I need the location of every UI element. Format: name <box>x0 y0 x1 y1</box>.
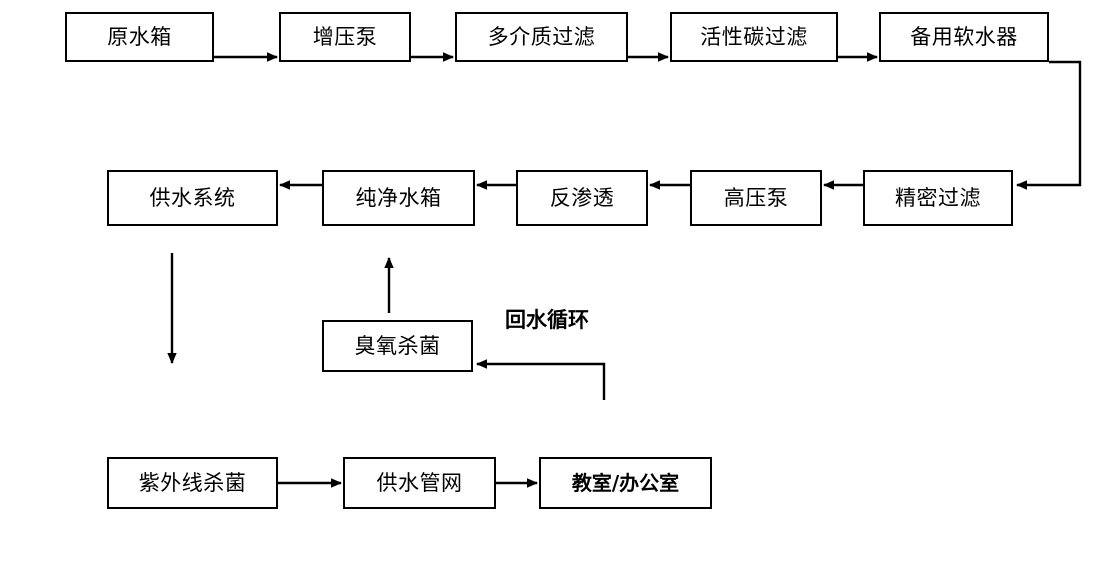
node-booster-pump[interactable]: 增压泵 <box>279 12 411 62</box>
edge-return-to-ozone <box>476 359 606 400</box>
node-label: 备用软水器 <box>910 24 1018 49</box>
node-label: 教室/办公室 <box>571 471 680 495</box>
node-high-pressure-pump[interactable]: 高压泵 <box>690 170 822 226</box>
node-classroom-office[interactable]: 教室/办公室 <box>539 457 712 509</box>
node-label: 纯净水箱 <box>355 185 442 210</box>
node-label: 臭氧杀菌 <box>354 333 441 358</box>
node-reverse-osmosis[interactable]: 反渗透 <box>516 170 648 226</box>
node-label: 高压泵 <box>723 185 789 210</box>
node-multimedia-filter[interactable]: 多介质过滤 <box>455 12 628 62</box>
node-supply-pipe-network[interactable]: 供水管网 <box>343 457 496 509</box>
node-label: 增压泵 <box>312 24 378 49</box>
node-label: 供水系统 <box>149 185 236 210</box>
node-raw-water-tank[interactable]: 原水箱 <box>65 12 214 62</box>
node-label: 精密过滤 <box>895 185 981 210</box>
node-label: 原水箱 <box>107 24 172 49</box>
edge-softener-to-precision <box>1016 60 1082 190</box>
node-label: 供水管网 <box>376 470 463 495</box>
node-label: 反渗透 <box>549 185 615 210</box>
node-ozone-sterilizer[interactable]: 臭氧杀菌 <box>322 320 473 372</box>
node-label: 活性碳过滤 <box>700 24 808 49</box>
node-precision-filter[interactable]: 精密过滤 <box>863 170 1013 226</box>
node-standby-softener[interactable]: 备用软水器 <box>879 12 1049 62</box>
node-activated-carbon-filter[interactable]: 活性碳过滤 <box>670 12 838 62</box>
node-label: 多介质过滤 <box>487 24 596 49</box>
node-water-supply-system[interactable]: 供水系统 <box>107 170 278 226</box>
node-pure-water-tank[interactable]: 纯净水箱 <box>322 170 475 226</box>
node-uv-sterilizer[interactable]: 紫外线杀菌 <box>107 457 278 509</box>
label-return-water-loop: 回水循环 <box>505 308 589 332</box>
node-label: 紫外线杀菌 <box>138 470 247 495</box>
